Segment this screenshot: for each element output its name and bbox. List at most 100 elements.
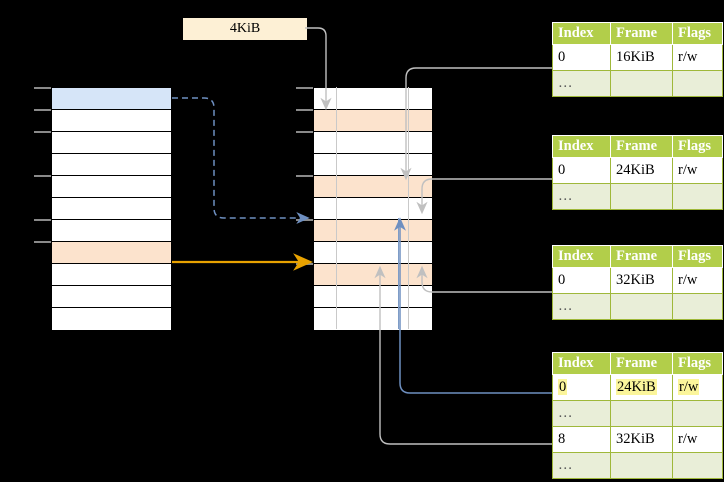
row-tick — [34, 87, 51, 89]
table-cell: r/w — [672, 157, 723, 184]
arrow-pt3-to-frame — [416, 265, 552, 293]
memory-row — [52, 154, 171, 176]
table-cell — [610, 183, 673, 210]
table-cell: 24KiB — [610, 157, 673, 184]
memory-row — [52, 242, 171, 264]
row-tick — [296, 87, 313, 89]
column-header-flags: Flags — [672, 352, 723, 375]
column-header-index: Index — [552, 245, 611, 268]
memory-row — [52, 308, 171, 330]
row-tick — [34, 219, 51, 221]
table-cell: 0 — [552, 267, 611, 294]
table-cell: 0 — [552, 44, 611, 71]
row-tick — [34, 175, 51, 177]
table-cell: … — [552, 400, 611, 427]
column-header-index: Index — [552, 22, 611, 45]
table-cell — [672, 452, 723, 479]
memory-row — [52, 88, 171, 110]
memory-row — [314, 176, 432, 198]
table-cell — [610, 400, 673, 427]
highlighted-value: 24KiB — [616, 379, 657, 395]
memory-row — [52, 110, 171, 132]
memory-row — [52, 132, 171, 154]
column-header-frame: Frame — [610, 245, 673, 268]
size-label-text: 4KiB — [229, 21, 261, 36]
memory-row — [314, 264, 432, 286]
row-tick — [296, 175, 313, 177]
column-header-frame: Frame — [610, 135, 673, 158]
memory-row — [52, 264, 171, 286]
table-row: … — [552, 183, 723, 210]
memory-row — [314, 308, 432, 330]
column-header-flags: Flags — [672, 245, 723, 268]
memory-row — [314, 110, 432, 132]
guide-line-blue — [398, 218, 400, 329]
table-cell — [672, 400, 723, 427]
table-cell: … — [552, 452, 611, 479]
memory-row — [52, 220, 171, 242]
memory-row — [314, 132, 432, 154]
arrow-pt2-to-frame — [416, 178, 552, 215]
row-tick — [296, 109, 313, 111]
memory-row — [314, 88, 432, 110]
table-cell — [672, 293, 723, 320]
memory-row — [52, 176, 171, 198]
table-cell: … — [552, 293, 611, 320]
table-row: … — [552, 70, 723, 97]
row-tick — [296, 263, 313, 265]
physical-memory-column — [313, 87, 433, 330]
table-row: … — [552, 400, 723, 427]
memory-row — [314, 154, 432, 176]
table-cell: 24KiB — [610, 374, 673, 401]
highlighted-value: 0 — [558, 379, 568, 395]
column-header-frame: Frame — [610, 352, 673, 375]
table-cell — [610, 452, 673, 479]
table-row: … — [552, 293, 723, 320]
virtual-address-space-column — [51, 87, 172, 330]
guide-line-b — [408, 87, 409, 329]
table-cell: 0 — [552, 374, 611, 401]
column-header-flags: Flags — [672, 135, 723, 158]
row-tick — [296, 131, 313, 133]
memory-row — [314, 286, 432, 308]
table-cell — [610, 293, 673, 320]
row-tick — [34, 109, 51, 111]
table-cell: r/w — [672, 374, 723, 401]
size-label-4kib: 4KiB — [183, 18, 307, 40]
memory-row — [52, 286, 171, 308]
table-cell: 16KiB — [610, 44, 673, 71]
memory-row — [314, 198, 432, 220]
table-cell — [610, 70, 673, 97]
column-header-index: Index — [552, 352, 611, 375]
table-cell: 32KiB — [610, 267, 673, 294]
table-cell: 0 — [552, 157, 611, 184]
table-row: 0 24KiB r/w — [552, 374, 723, 401]
row-tick — [34, 241, 51, 243]
row-tick — [34, 131, 51, 133]
column-header-frame: Frame — [610, 22, 673, 45]
highlighted-value: r/w — [678, 379, 700, 395]
guide-line-a — [336, 87, 337, 329]
arrow-blue-virt-to-phys — [172, 97, 310, 224]
memory-row — [314, 242, 432, 264]
table-cell: 8 — [552, 426, 611, 453]
memory-row — [314, 220, 432, 242]
table-cell — [672, 183, 723, 210]
table-cell: … — [552, 70, 611, 97]
memory-row — [52, 198, 171, 220]
table-cell: … — [552, 183, 611, 210]
table-cell: r/w — [672, 426, 723, 453]
row-tick — [296, 219, 313, 221]
table-cell: 32KiB — [610, 426, 673, 453]
column-header-flags: Flags — [672, 22, 723, 45]
table-cell — [672, 70, 723, 97]
